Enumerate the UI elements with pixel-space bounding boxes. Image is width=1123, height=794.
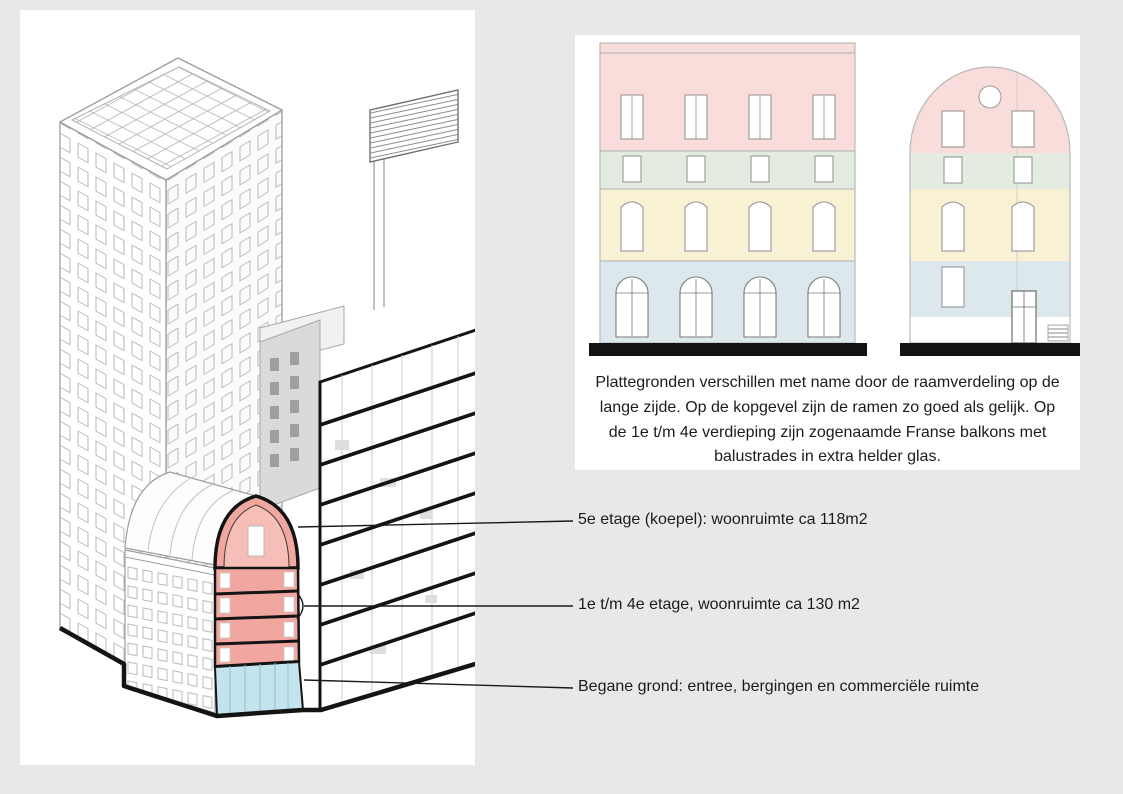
annotation-1e-4e-etage: 1e t/m 4e etage, woonruimte ca 130 m2 (578, 596, 860, 613)
building-axonometric-drawing (58, 57, 475, 719)
section-building (318, 328, 475, 713)
ground-floor-section (213, 660, 305, 718)
ground-edge (58, 626, 475, 719)
facade-elevations-drawing (589, 42, 1080, 356)
dome-round-window (978, 85, 1002, 109)
rear-building-mass (259, 305, 345, 511)
facade-long-elevation (589, 42, 867, 356)
facade-caption: Plattegronden verschillen met name door … (595, 374, 1060, 466)
facade-panel: Plattegronden verschillen met name door … (575, 35, 1080, 470)
axonometric-panel (20, 10, 475, 765)
dome-building (124, 471, 305, 718)
ground-line-head (900, 343, 1080, 356)
annotation-begane-grond: Begane grond: entree, bergingen en comme… (578, 678, 980, 695)
ground-line-long (589, 343, 867, 356)
rooftop-mast (369, 89, 459, 310)
facade-head-elevation (900, 66, 1080, 356)
annotation-5e-etage: 5e etage (koepel): woonruimte ca 118m2 (578, 511, 868, 528)
